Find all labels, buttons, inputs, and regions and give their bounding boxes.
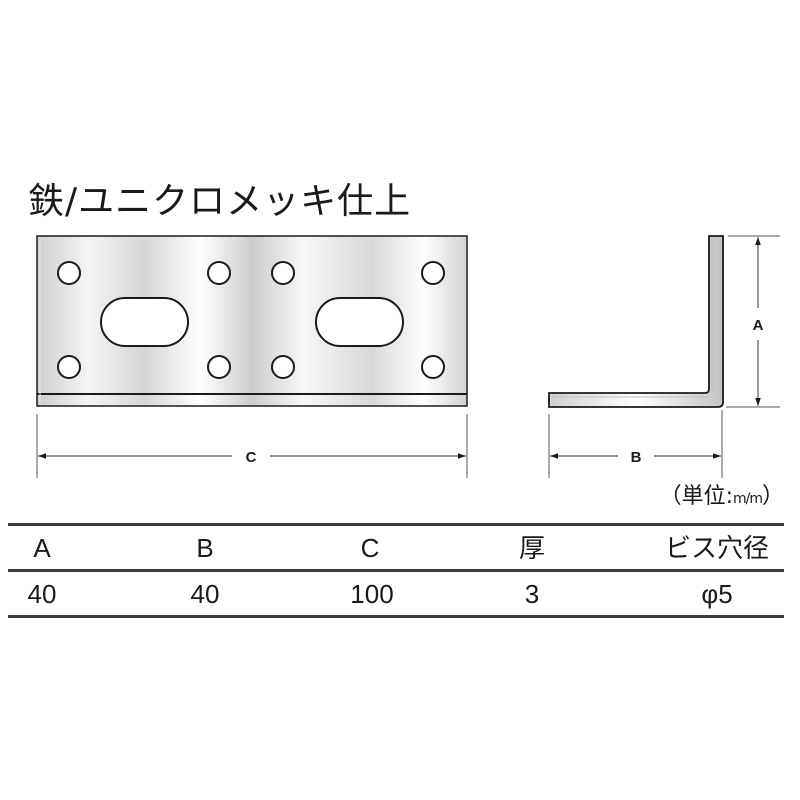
side-view-angle	[548, 235, 724, 408]
table-bottom-rule	[8, 615, 784, 618]
value-c: 100	[350, 579, 394, 609]
mounting-hole	[57, 355, 81, 379]
header-a: A	[33, 533, 51, 563]
dimension-c: C	[36, 414, 468, 478]
table-header-rule	[8, 569, 784, 572]
dimension-label-c: C	[246, 449, 257, 466]
unit-suffix: ）	[761, 484, 784, 509]
dimension-label-a: A	[753, 317, 764, 334]
unit-symbol: m/m	[732, 491, 763, 507]
front-view-plate	[36, 235, 468, 407]
dimension-a: A	[726, 235, 780, 408]
mounting-hole	[421, 355, 445, 379]
mounting-hole	[57, 261, 81, 285]
table-top-rule	[8, 523, 784, 526]
slot-hole	[315, 297, 404, 347]
header-b: B	[196, 533, 214, 563]
dimension-b: B	[548, 410, 723, 478]
value-thickness: 3	[524, 579, 540, 609]
product-title: 鉄/ユニクロメッキ仕上	[28, 181, 412, 222]
dimension-label-b: B	[631, 449, 642, 466]
value-b: 40	[190, 579, 220, 609]
mounting-hole	[207, 355, 231, 379]
value-a: 40	[27, 579, 57, 609]
unit-prefix: （単位:	[659, 484, 733, 509]
mounting-hole	[271, 355, 295, 379]
mounting-hole	[421, 261, 445, 285]
header-screw-hole-diameter: ビス穴径	[664, 533, 770, 563]
unit-note: （単位:m/m）	[660, 482, 784, 514]
mounting-hole	[207, 261, 231, 285]
header-thickness: 厚	[518, 533, 546, 563]
value-screw-hole-diameter: φ5	[701, 579, 733, 609]
header-c: C	[360, 533, 380, 563]
mounting-hole	[271, 261, 295, 285]
slot-hole	[100, 297, 189, 347]
